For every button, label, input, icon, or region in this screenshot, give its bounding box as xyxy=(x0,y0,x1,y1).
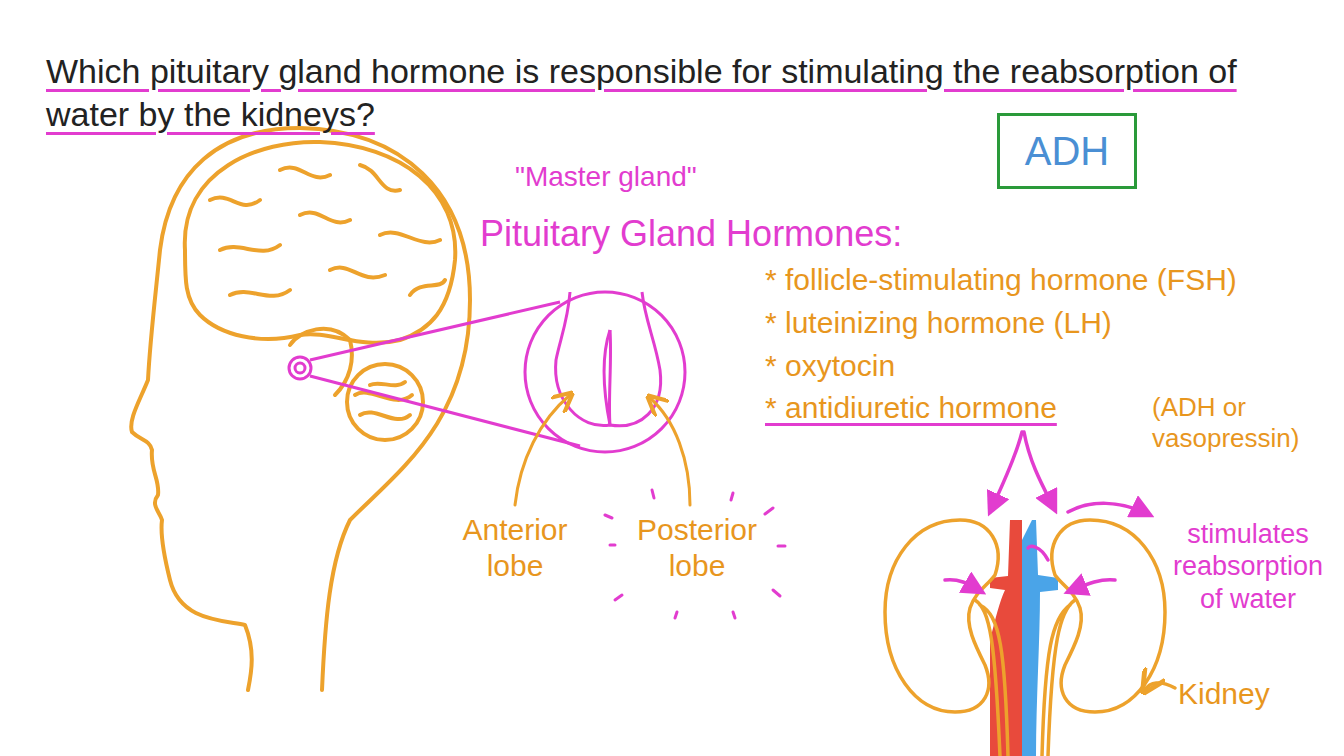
hormone-alias: (ADH or vasopressin) xyxy=(1152,392,1338,454)
pituitary-zoom xyxy=(289,292,685,452)
hormone-arrows xyxy=(945,432,1150,592)
effect-note: stimulates reabsorption of water xyxy=(1158,518,1338,615)
part-label: Anterior lobe xyxy=(430,512,600,584)
subtitle-note: "Master gland" xyxy=(515,160,815,194)
lobe-pointers xyxy=(515,395,690,505)
hormone-item: * follicle-stimulating hormone (FSH) xyxy=(765,262,1340,298)
part-label: Posterior lobe xyxy=(612,512,782,584)
hormone-item: * antidiuretic hormone xyxy=(765,390,1155,426)
head-outline xyxy=(131,128,470,690)
answer-text: ADH xyxy=(1025,129,1109,174)
list-heading: Pituitary Gland Hormones: xyxy=(480,212,1000,255)
answer-box: ADH xyxy=(997,113,1137,189)
kidneys xyxy=(885,520,1175,756)
highlight-dashes xyxy=(605,490,785,618)
hormone-item: * oxytocin xyxy=(765,348,1165,384)
part-label: Kidney xyxy=(1178,676,1318,712)
hormone-item: * luteinizing hormone (LH) xyxy=(765,305,1325,341)
